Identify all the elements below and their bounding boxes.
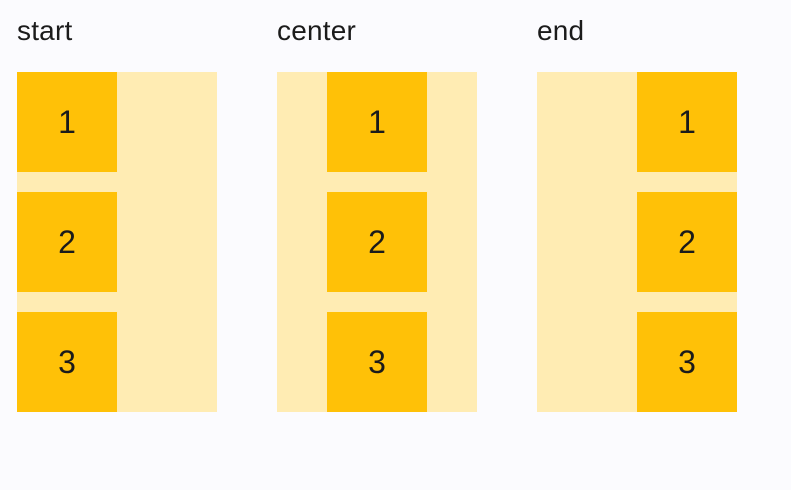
flex-container-end: 1 2 3	[537, 72, 737, 412]
flex-item: 3	[637, 312, 737, 412]
flex-item: 1	[327, 72, 427, 172]
flex-container-center: 1 2 3	[277, 72, 477, 412]
flex-item: 3	[17, 312, 117, 412]
alignment-label: end	[537, 15, 585, 46]
alignment-label: start	[17, 15, 73, 46]
alignment-group-start: start 1 2 3	[17, 14, 217, 412]
alignment-demo-row: start 1 2 3 center 1 2 3 end 1 2 3	[17, 14, 737, 412]
flex-item: 2	[17, 192, 117, 292]
flex-item: 3	[327, 312, 427, 412]
flex-container-start: 1 2 3	[17, 72, 217, 412]
flex-item: 1	[637, 72, 737, 172]
flex-item: 2	[327, 192, 427, 292]
flex-item: 2	[637, 192, 737, 292]
alignment-group-end: end 1 2 3	[537, 14, 737, 412]
alignment-label: center	[277, 15, 357, 46]
alignment-group-center: center 1 2 3	[277, 14, 477, 412]
flex-item: 1	[17, 72, 117, 172]
